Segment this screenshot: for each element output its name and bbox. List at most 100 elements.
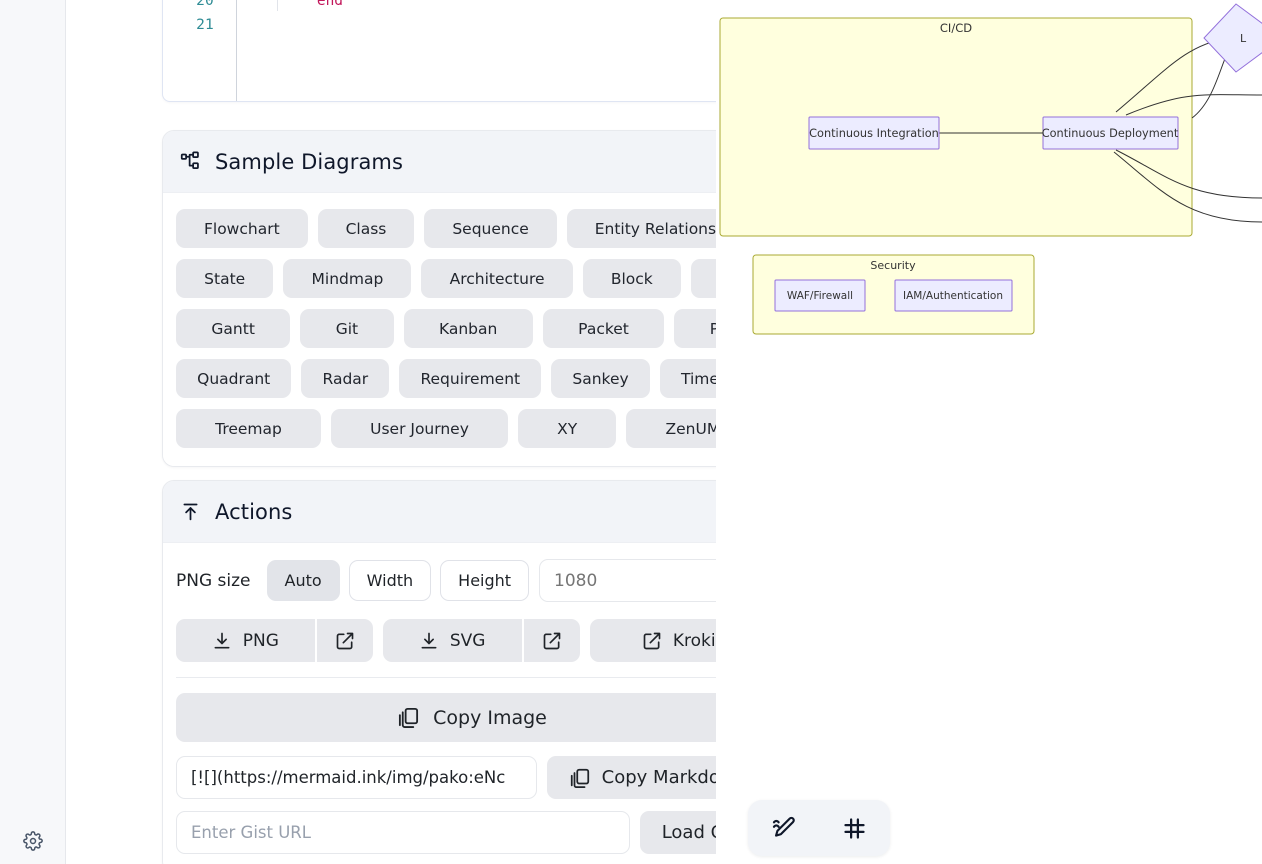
kroki-label: Kroki (672, 630, 716, 651)
sample-diagram-requirement[interactable]: Requirement (399, 359, 542, 398)
node-decision-label: L (1240, 32, 1247, 45)
external-link-icon (643, 632, 661, 649)
line-number: 20 (196, 0, 214, 10)
external-link-icon (543, 632, 560, 649)
sample-diagram-treemap[interactable]: Treemap (176, 409, 321, 448)
node-ci-label: Continuous Integration (809, 127, 939, 140)
markdown-url-input[interactable] (176, 756, 537, 799)
sample-diagram-timeline[interactable]: Timeline (659, 359, 716, 398)
sample-diagrams-header[interactable]: Sample Diagrams (163, 131, 716, 193)
editor-column: 17 subgraph Security18 S1[WAF/Firewall]1… (66, 0, 716, 864)
svg-export-group: SVG (382, 619, 580, 662)
open-svg-button[interactable] (523, 619, 580, 662)
rail-bottom-group (0, 824, 66, 858)
edge-out-3 (1115, 149, 1262, 199)
copy-markdown-label: Copy Markdown (601, 767, 716, 788)
copy-markdown-button[interactable]: Copy Markdown (546, 756, 716, 799)
download-png-button[interactable]: PNG (176, 619, 315, 662)
sample-chip-row: StateMindmapArchitectureBlockC4 (176, 259, 716, 298)
hierarchy-icon (177, 149, 203, 175)
line-number: 21 (196, 16, 214, 33)
sample-diagram-architecture[interactable]: Architecture (421, 259, 573, 298)
export-buttons-row: PNG (176, 619, 716, 662)
sample-diagram-packet[interactable]: Packet (542, 309, 665, 348)
subgraph-security-label: Security (870, 259, 916, 272)
node-iam-authentication[interactable] (894, 279, 1013, 312)
pencil-edit-icon (772, 816, 795, 837)
sample-diagram-c4[interactable]: C4 (690, 259, 716, 298)
code-line[interactable]: 21 (163, 13, 716, 37)
png-size-mode-width[interactable]: Width (348, 560, 432, 601)
subgraph-cicd (719, 17, 1193, 237)
copy-image-label: Copy Image (433, 706, 547, 729)
sample-diagram-zenuml[interactable]: ZenUML (626, 409, 716, 448)
sample-diagram-gantt[interactable]: Gantt (176, 309, 291, 348)
node-decision-diamond[interactable] (1203, 3, 1262, 73)
toggle-grid-button[interactable] (835, 808, 875, 848)
settings-button[interactable] (16, 824, 50, 858)
markdown-row: Copy Markdown (176, 756, 716, 799)
preview-float-toolbar (748, 800, 890, 856)
code-lines[interactable]: 17 subgraph Security18 S1[WAF/Firewall]1… (163, 0, 716, 37)
png-size-mode-auto[interactable]: Auto (266, 560, 340, 601)
sample-chip-row: QuadrantRadarRequirementSankeyTimeline (176, 359, 716, 398)
sample-diagram-quadrant[interactable]: Quadrant (176, 359, 292, 398)
open-kroki-button[interactable]: Kroki (589, 619, 716, 662)
code-editor-inner[interactable]: 17 subgraph Security18 S1[WAF/Firewall]1… (163, 0, 716, 101)
sample-diagram-kanban[interactable]: Kanban (403, 309, 533, 348)
open-png-button[interactable] (316, 619, 373, 662)
edge-out-4 (1113, 151, 1262, 223)
sample-diagram-pie[interactable]: Pie (674, 309, 716, 348)
code-editor-card[interactable]: 17 subgraph Security18 S1[WAF/Firewall]1… (162, 0, 716, 102)
diagram-svg[interactable]: CI/CD L Continuous Integration Continuou… (716, 0, 1262, 864)
sample-diagram-radar[interactable]: Radar (301, 359, 390, 398)
png-size-input-wrapper[interactable] (539, 559, 716, 602)
node-continuous-deployment[interactable] (1042, 116, 1179, 150)
edit-diagram-button[interactable] (764, 808, 804, 848)
gist-row: Load Gist (176, 811, 716, 854)
sample-diagram-state[interactable]: State (176, 259, 274, 298)
node-waf-firewall[interactable] (774, 279, 866, 312)
subgraph-cicd-label: CI/CD (940, 21, 972, 35)
sample-diagram-xy[interactable]: XY (518, 409, 617, 448)
node-cd-label: Continuous Deployment (1042, 127, 1179, 140)
code-line-text[interactable]: end (316, 0, 344, 10)
sample-diagram-sankey[interactable]: Sankey (551, 359, 650, 398)
png-label: PNG (242, 630, 279, 651)
gutter-divider (236, 0, 237, 101)
sample-diagram-user-journey[interactable]: User Journey (331, 409, 509, 448)
indent-guide (277, 0, 278, 11)
svg-label: SVG (449, 630, 486, 651)
sample-diagram-class[interactable]: Class (317, 209, 415, 248)
gist-url-input[interactable] (176, 811, 630, 854)
sample-diagram-block[interactable]: Block (582, 259, 681, 298)
sample-diagram-flowchart[interactable]: Flowchart (176, 209, 308, 248)
node-waf-label: WAF/Firewall (787, 290, 853, 302)
copy-image-button[interactable]: Copy Image (176, 693, 716, 742)
sample-diagrams-title: Sample Diagrams (215, 149, 404, 174)
png-size-mode-height[interactable]: Height (440, 560, 530, 601)
actions-title: Actions (215, 499, 293, 524)
gear-icon (23, 831, 43, 851)
png-size-input[interactable] (540, 570, 716, 591)
download-icon (214, 632, 230, 648)
png-size-label: PNG size (176, 570, 251, 591)
node-continuous-integration[interactable] (808, 116, 940, 150)
sample-diagram-sequence[interactable]: Sequence (424, 209, 557, 248)
png-export-group: PNG (176, 619, 373, 662)
sample-diagram-mindmap[interactable]: Mindmap (283, 259, 412, 298)
sample-diagram-git[interactable]: Git (300, 309, 394, 348)
sample-chip-row: GanttGitKanbanPacketPie (176, 309, 716, 348)
diagram-preview[interactable]: CI/CD L Continuous Integration Continuou… (716, 0, 1262, 864)
load-gist-button[interactable]: Load Gist (639, 811, 716, 854)
actions-divider (176, 677, 716, 678)
download-svg-button[interactable]: SVG (382, 619, 522, 662)
code-line[interactable]: 20 end (163, 0, 716, 13)
actions-header[interactable]: Actions (163, 481, 716, 543)
sample-diagram-entity-relationship[interactable]: Entity Relationship (566, 209, 716, 248)
